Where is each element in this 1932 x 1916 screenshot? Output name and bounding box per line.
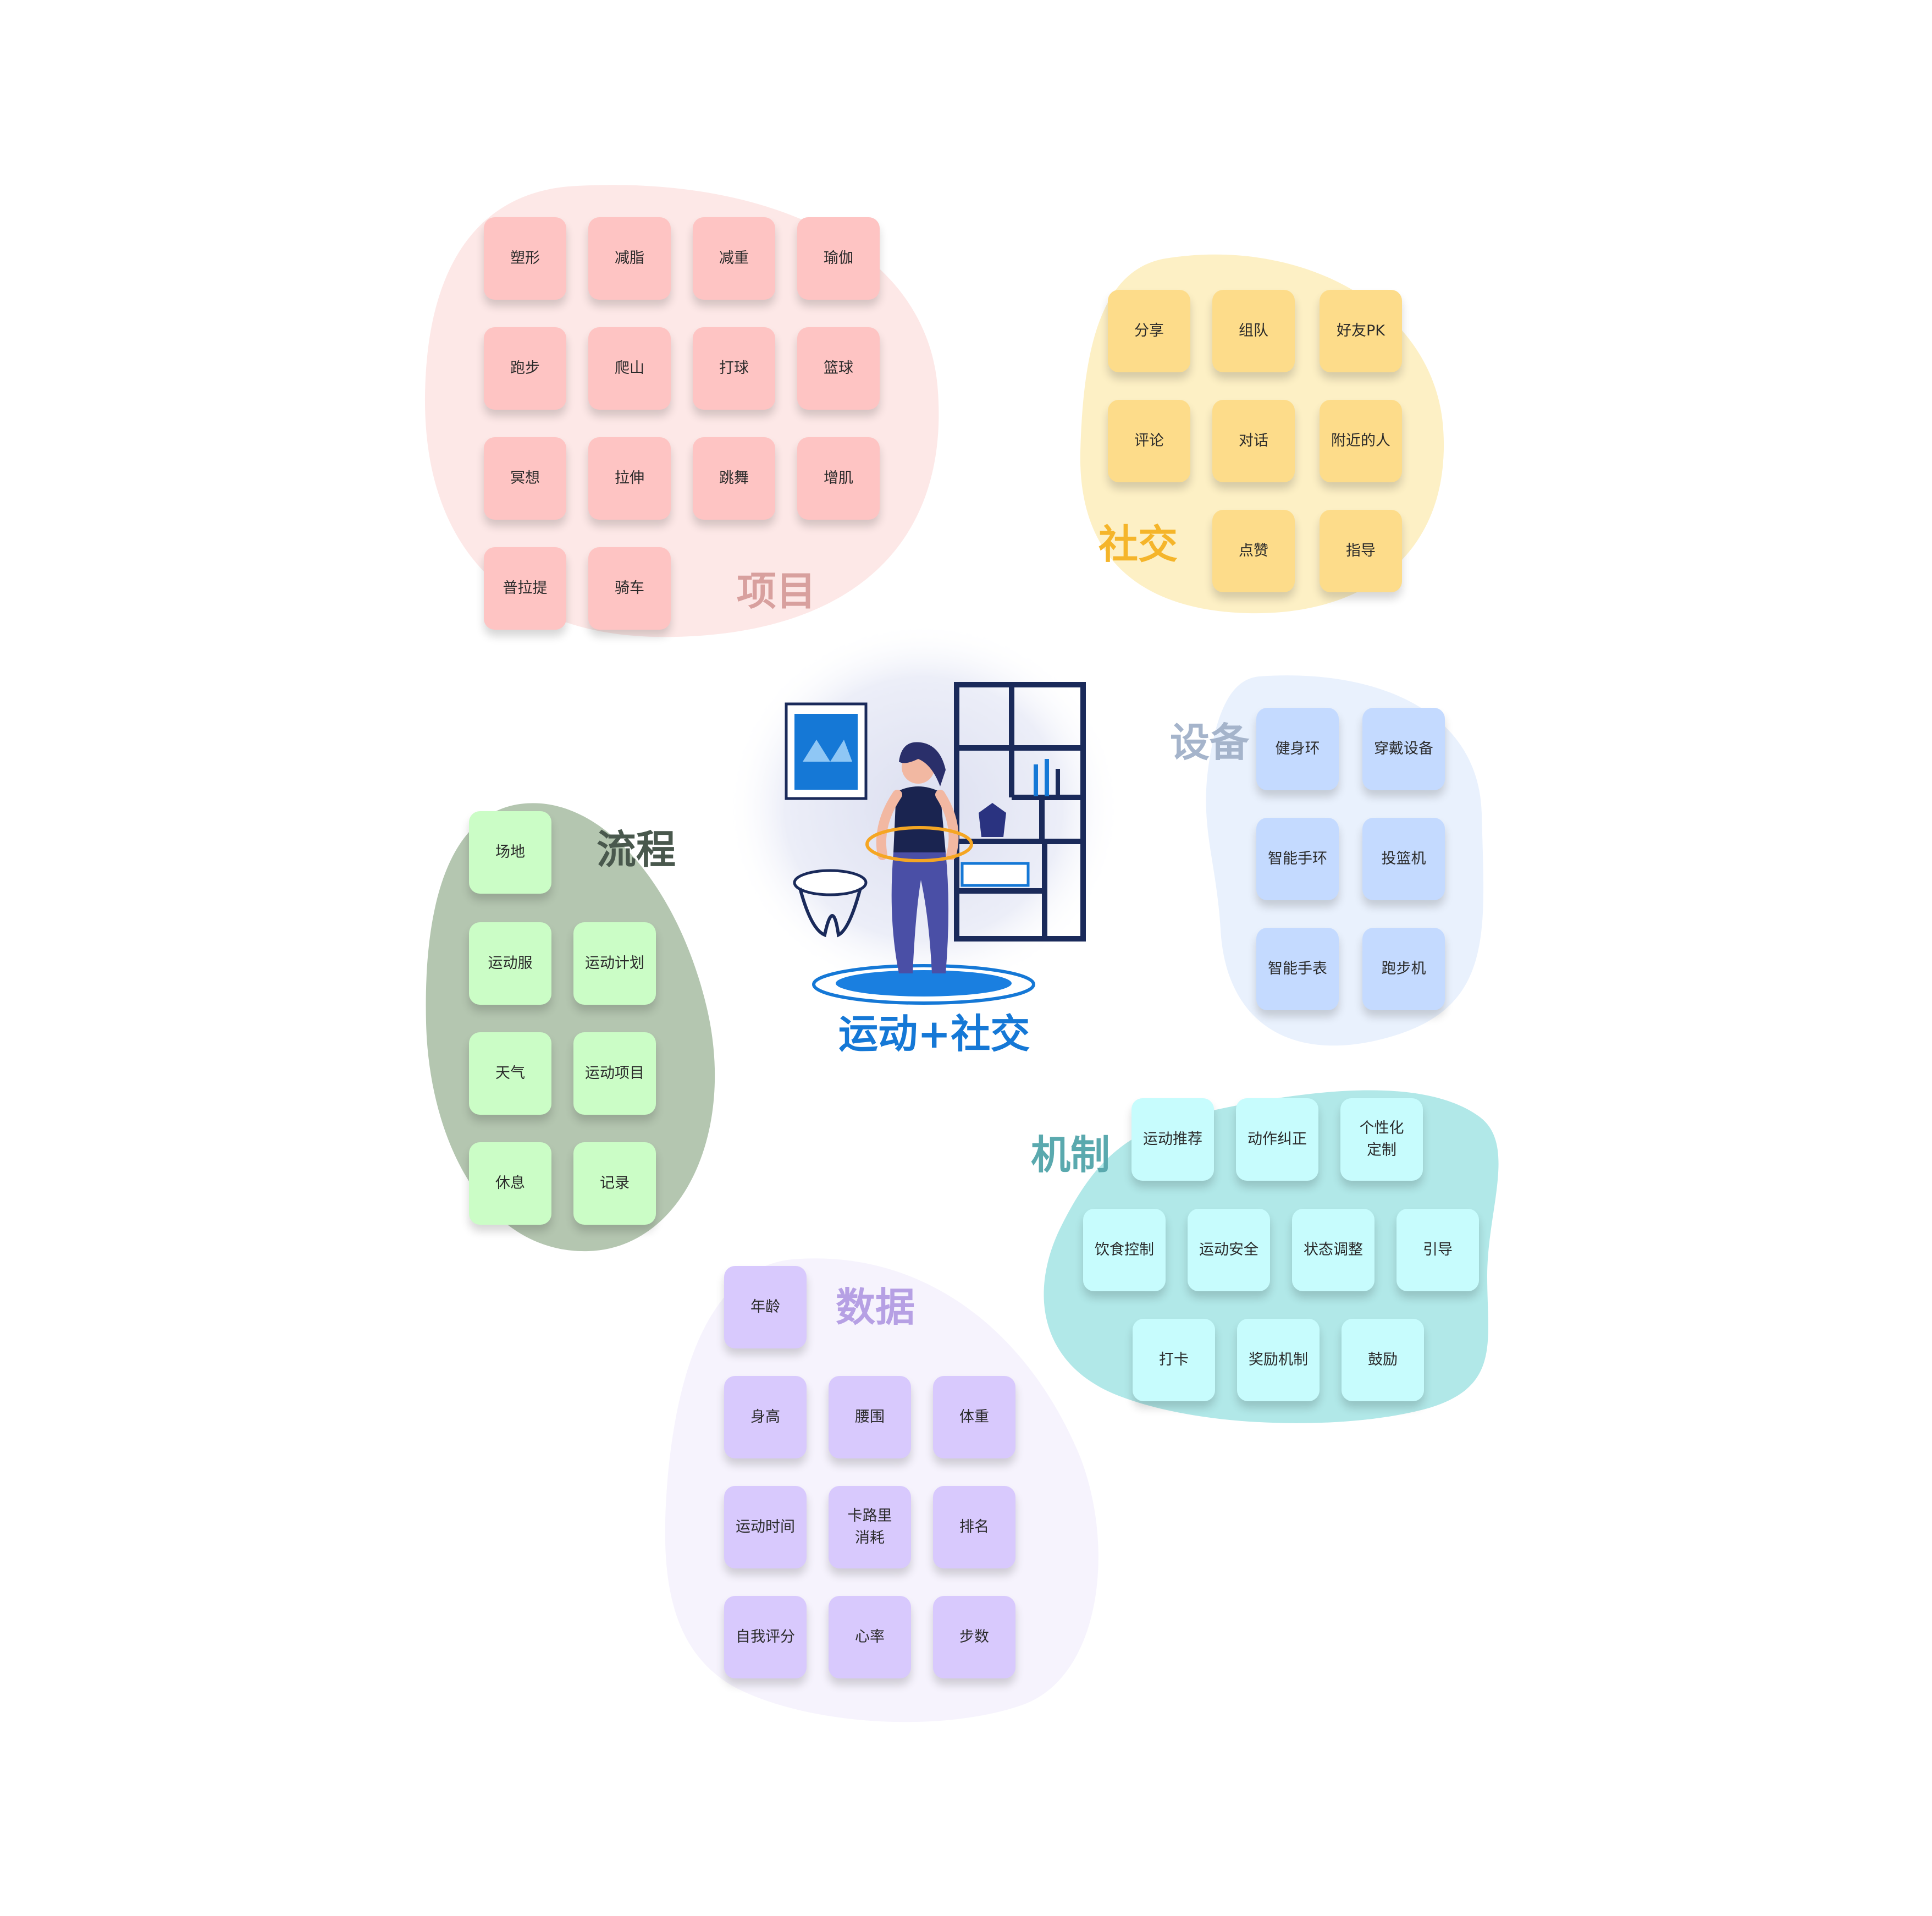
sticky-note-xiangmu[interactable]: 塑形 [484, 217, 566, 300]
group-label-shejiao: 社交 [1099, 521, 1178, 568]
floor-mat-inner [836, 970, 1012, 996]
sticky-note-shuju[interactable]: 排名 [933, 1486, 1015, 1568]
sticky-note-shejiao[interactable]: 附近的人 [1320, 400, 1402, 482]
sticky-note-jizhi[interactable]: 饮食控制 [1083, 1209, 1166, 1291]
sticky-note-liucheng[interactable]: 休息 [469, 1142, 551, 1225]
group-label-xiangmu: 项目 [737, 568, 816, 614]
sticky-note-shuju[interactable]: 年龄 [724, 1266, 807, 1348]
stool-icon [793, 869, 868, 896]
sticky-note-jizhi[interactable]: 鼓励 [1342, 1319, 1424, 1401]
sticky-note-xiangmu[interactable]: 跳舞 [693, 437, 775, 520]
sticky-note-shuju[interactable]: 身高 [724, 1376, 807, 1458]
sticky-note-shejiao[interactable]: 组队 [1212, 290, 1295, 372]
sticky-note-shebei[interactable]: 智能手表 [1256, 928, 1339, 1010]
woman-top [893, 786, 946, 858]
sticky-note-shuju[interactable]: 步数 [933, 1596, 1015, 1678]
sticky-note-xiangmu[interactable]: 拉伸 [588, 437, 671, 520]
sticky-note-xiangmu[interactable]: 跑步 [484, 327, 566, 410]
sticky-note-shebei[interactable]: 健身环 [1256, 708, 1339, 790]
woman-legs [891, 852, 948, 973]
sticky-note-xiangmu[interactable]: 冥想 [484, 437, 566, 520]
woman-with-hula-hoop-illustration [726, 621, 1122, 1005]
sticky-note-xiangmu[interactable]: 爬山 [588, 327, 671, 410]
sticky-note-xiangmu[interactable]: 减重 [693, 217, 775, 300]
sticky-note-shebei[interactable]: 投篮机 [1362, 818, 1445, 900]
sticky-note-shebei[interactable]: 智能手环 [1256, 818, 1339, 900]
woman-hair [899, 742, 946, 786]
sticky-note-jizhi[interactable]: 奖励机制 [1237, 1319, 1320, 1401]
bookshelf-icon [954, 682, 1086, 942]
sticky-note-liucheng[interactable]: 场地 [469, 811, 551, 894]
sticky-note-jizhi[interactable]: 个性化 定制 [1340, 1098, 1423, 1181]
sticky-note-shejiao[interactable]: 评论 [1108, 400, 1190, 482]
sticky-note-jizhi[interactable]: 引导 [1396, 1209, 1479, 1291]
group-label-liucheng: 流程 [597, 827, 676, 873]
books-icon-3 [1056, 769, 1060, 796]
sticky-note-shuju[interactable]: 自我评分 [724, 1596, 807, 1678]
sticky-note-xiangmu[interactable]: 增肌 [797, 437, 880, 520]
sticky-note-shuju[interactable]: 运动时间 [724, 1486, 807, 1568]
sticky-note-jizhi[interactable]: 打卡 [1133, 1319, 1215, 1401]
woman-arm-right [935, 790, 959, 860]
sticky-note-shejiao[interactable]: 点赞 [1212, 510, 1295, 592]
sticky-note-shejiao[interactable]: 好友PK [1320, 290, 1402, 372]
blob-liucheng-shape [426, 803, 715, 1252]
group-label-jizhi: 机制 [1031, 1132, 1111, 1178]
sticky-note-liucheng[interactable]: 天气 [469, 1032, 551, 1115]
sticky-note-shuju[interactable]: 卡路里 消耗 [829, 1486, 911, 1568]
sticky-note-liucheng[interactable]: 运动项目 [573, 1032, 656, 1115]
group-label-shebei: 设备 [1170, 719, 1250, 766]
sticky-note-jizhi[interactable]: 状态调整 [1292, 1209, 1375, 1291]
sticky-note-jizhi[interactable]: 动作纠正 [1236, 1098, 1318, 1181]
sticky-note-liucheng[interactable]: 运动服 [469, 922, 551, 1005]
sticky-note-liucheng[interactable]: 运动计划 [573, 922, 656, 1005]
sticky-note-shuju[interactable]: 心率 [829, 1596, 911, 1678]
sticky-note-shebei[interactable]: 跑步机 [1362, 928, 1445, 1010]
drawer-icon [961, 862, 1030, 887]
sticky-note-xiangmu[interactable]: 普拉提 [484, 547, 566, 630]
sticky-note-shuju[interactable]: 体重 [933, 1376, 1015, 1458]
sticky-note-jizhi[interactable]: 运动推荐 [1131, 1098, 1214, 1181]
picture-frame-pattern [803, 740, 852, 762]
hula-hoop-icon [865, 826, 973, 862]
center-title: 运动+社交 [838, 1011, 1030, 1057]
stool-legs [798, 888, 862, 938]
sticky-note-shejiao[interactable]: 对话 [1212, 400, 1295, 482]
books-icon-2 [1045, 759, 1049, 796]
sticky-note-jizhi[interactable]: 运动安全 [1188, 1209, 1270, 1291]
sticky-note-xiangmu[interactable]: 打球 [693, 327, 775, 410]
vase-icon [979, 803, 1006, 837]
group-label-shuju: 数据 [836, 1284, 915, 1330]
sticky-note-xiangmu[interactable]: 骑车 [588, 547, 671, 630]
sticky-note-shejiao[interactable]: 指导 [1320, 510, 1402, 592]
sticky-note-xiangmu[interactable]: 瑜伽 [797, 217, 880, 300]
sticky-note-shuju[interactable]: 腰围 [829, 1376, 911, 1458]
books-icon [1034, 764, 1038, 796]
sticky-note-liucheng[interactable]: 记录 [573, 1142, 656, 1225]
sticky-note-shejiao[interactable]: 分享 [1108, 290, 1190, 372]
sticky-note-shebei[interactable]: 穿戴设备 [1362, 708, 1445, 790]
sticky-note-xiangmu[interactable]: 减脂 [588, 217, 671, 300]
sticky-note-xiangmu[interactable]: 篮球 [797, 327, 880, 410]
woman-arm-left [876, 790, 902, 860]
